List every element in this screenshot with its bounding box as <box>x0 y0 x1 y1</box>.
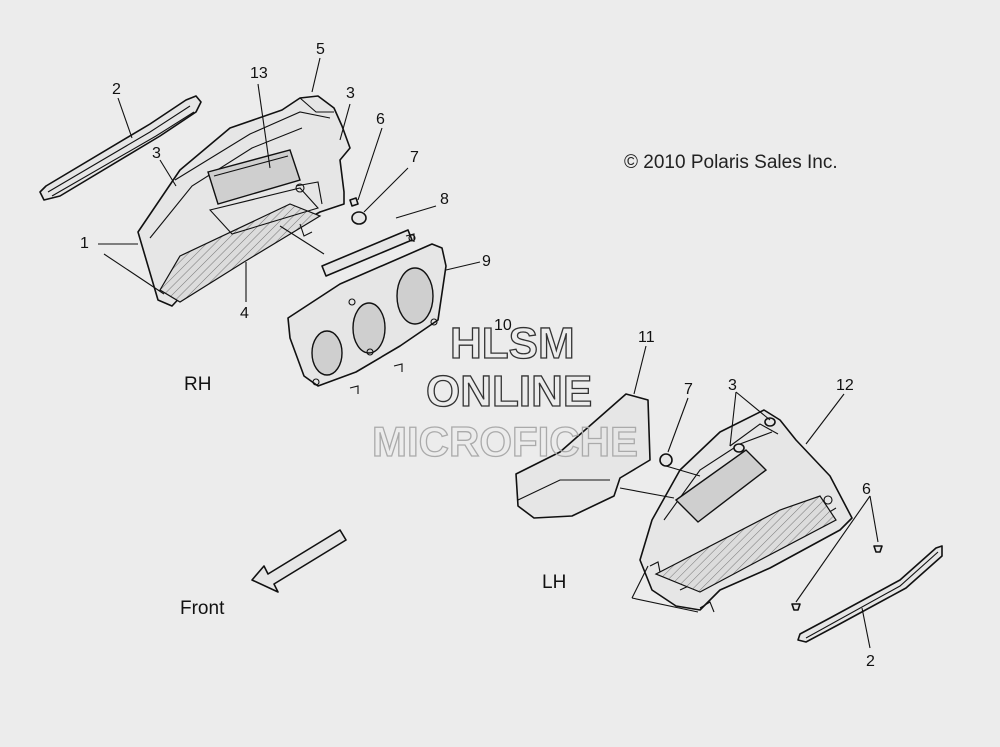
part-2-rh-trim-strip <box>39 95 202 201</box>
callout-13: 13 <box>250 65 268 82</box>
part-3-lh-lens-window <box>674 417 779 523</box>
part-7-lh-grommet <box>659 453 673 467</box>
callout-4: 4 <box>240 305 249 322</box>
callout-10: 10 <box>494 317 512 334</box>
callout-3-rh-upper: 3 <box>346 85 355 102</box>
part-10-bezel-screws <box>349 233 415 394</box>
callout-9: 9 <box>482 253 491 270</box>
part-lh-lower-panel <box>649 495 837 613</box>
callout-2-lh: 2 <box>866 653 875 670</box>
part-4-rh-lens-panel <box>159 181 323 303</box>
part-6-lh-screws <box>791 545 883 611</box>
watermark-line-2: ONLINE <box>426 367 592 416</box>
part-8-gasket-strip <box>321 229 413 277</box>
part-6-rh-screw <box>349 197 359 207</box>
callout-numbers: 2 13 5 3 3 6 7 8 9 1 4 10 11 7 3 12 6 2 <box>80 41 875 670</box>
copyright-notice: © 2010 Polaris Sales Inc. <box>624 152 838 173</box>
callout-6-lh: 6 <box>862 481 871 498</box>
callout-6-rh: 6 <box>376 111 385 128</box>
callout-1-rh: 1 <box>80 235 89 252</box>
callout-11: 11 <box>638 329 655 346</box>
callout-5: 5 <box>316 41 325 58</box>
part-13-rh-display-window <box>207 149 301 205</box>
leader-lines <box>98 57 879 649</box>
watermark-line-3: MICROFICHE <box>372 418 638 465</box>
rh-side-label: RH <box>184 374 211 395</box>
callout-7-rh: 7 <box>410 149 419 166</box>
callout-12: 12 <box>836 377 854 394</box>
callout-3-lh: 3 <box>728 377 737 394</box>
lh-side-label: LH <box>542 572 566 593</box>
callout-8: 8 <box>440 191 449 208</box>
part-9-gauge-bezel <box>287 234 447 387</box>
callout-7-lh: 7 <box>684 381 693 398</box>
callout-3-rh-left: 3 <box>152 145 161 162</box>
front-label: Front <box>180 598 225 619</box>
part-2-lh-trim-strip <box>797 545 943 643</box>
part-11-foam-insulator <box>515 393 651 519</box>
part-7-rh-grommet <box>351 211 367 225</box>
front-direction-arrow <box>251 529 347 593</box>
callout-2-rh: 2 <box>112 81 121 98</box>
watermark: HLSM ONLINE MICROFICHE <box>371 318 638 465</box>
watermark-line-1: HLSM <box>450 319 575 368</box>
